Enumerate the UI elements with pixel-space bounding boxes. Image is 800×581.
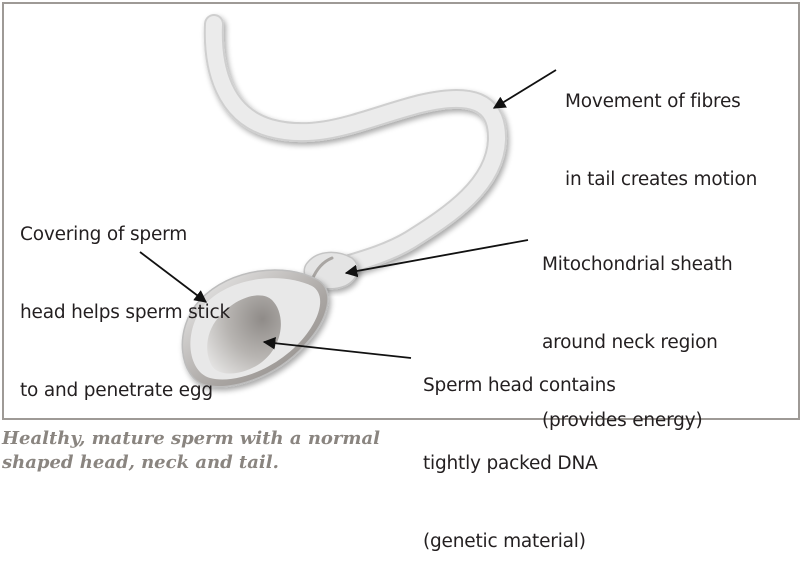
label-mitochondria-line: Mitochondrial sheath bbox=[542, 254, 733, 275]
caption-line: shaped head, neck and tail. bbox=[2, 452, 279, 473]
label-tail-line: in tail creates motion bbox=[565, 169, 758, 190]
label-dna: Sperm head contains tightly packed DNA (… bbox=[423, 321, 616, 581]
label-covering-line: Covering of sperm bbox=[20, 224, 188, 245]
arrow-covering bbox=[139, 251, 208, 303]
label-dna-line: tightly packed DNA bbox=[423, 453, 598, 474]
label-dna-line: Sperm head contains bbox=[423, 375, 616, 396]
label-covering: Covering of sperm head helps sperm stick… bbox=[20, 170, 230, 430]
label-covering-line: to and penetrate egg bbox=[20, 380, 213, 401]
sperm-illustration bbox=[139, 14, 557, 388]
nucleus bbox=[207, 295, 281, 374]
diagram-frame bbox=[2, 2, 800, 420]
sperm-head bbox=[181, 269, 329, 388]
label-tail-line: Movement of fibres bbox=[565, 91, 741, 112]
arrow-mitochondria bbox=[344, 239, 529, 278]
label-mitochondria: Mitochondrial sheath around neck region … bbox=[542, 200, 733, 460]
label-covering-line: head helps sperm stick bbox=[20, 302, 231, 323]
tail bbox=[203, 14, 507, 280]
label-dna-line: (genetic material) bbox=[423, 531, 586, 552]
label-tail: Movement of fibres in tail creates motio… bbox=[565, 37, 757, 219]
label-mitochondria-line: (provides energy) bbox=[542, 410, 703, 431]
figure-caption: Healthy, mature sperm with a normal shap… bbox=[2, 427, 380, 475]
caption-line: Healthy, mature sperm with a normal bbox=[2, 428, 380, 449]
arrow-dna bbox=[262, 336, 412, 359]
label-mitochondria-line: around neck region bbox=[542, 332, 718, 353]
arrow-tail bbox=[492, 69, 557, 109]
